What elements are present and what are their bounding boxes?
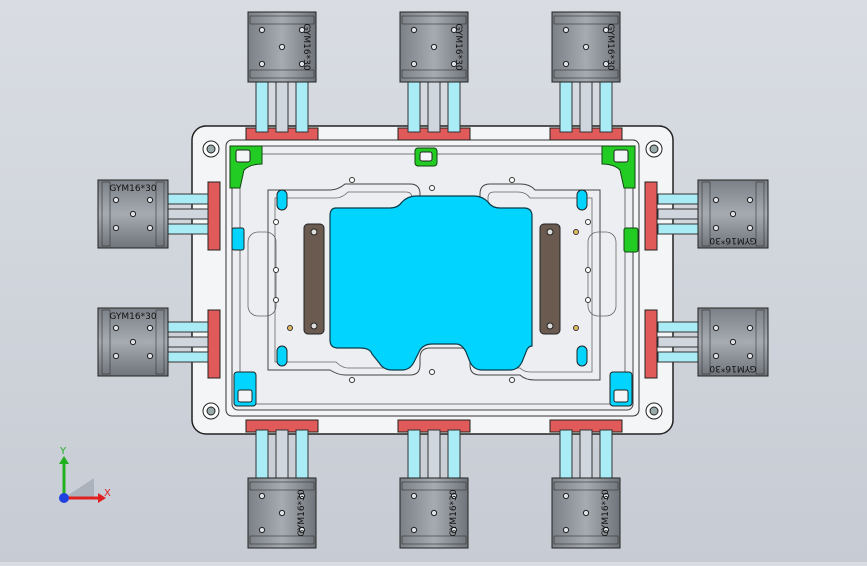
screw-icon: [450, 26, 458, 34]
screw-icon: [729, 210, 737, 218]
screw-icon: [582, 43, 590, 51]
corner-holes: [202, 140, 663, 420]
screw-icon: [278, 509, 286, 517]
cylinder-label: GYM16*30: [297, 489, 307, 536]
screw-icon: [712, 352, 720, 360]
screw-icon: [146, 224, 154, 232]
screw-icon: [410, 26, 418, 34]
cylinder-label: GYM16*30: [449, 489, 459, 536]
screw-icon: [112, 196, 120, 204]
screw-icon: [746, 352, 754, 360]
screw-icon: [602, 526, 610, 534]
cylinder-right-1[interactable]: GYM16*30: [657, 179, 769, 249]
mount-hole-icon: [645, 402, 663, 420]
y-axis-arrow-icon: [59, 456, 69, 464]
coordinate-triad: X Y: [59, 446, 111, 503]
mount-hole-icon: [202, 140, 220, 158]
cylinder-label: GYM16*30: [109, 184, 156, 194]
screw-icon: [602, 60, 610, 68]
screw-icon: [146, 196, 154, 204]
cylinder-top-2[interactable]: GYM16*30: [399, 11, 469, 133]
cylinder-left-1[interactable]: GYM16*30: [97, 179, 209, 249]
screw-icon: [112, 352, 120, 360]
screw-icon: [129, 338, 137, 346]
slot-icon: [276, 345, 288, 367]
screw-icon: [712, 196, 720, 204]
screw-icon: [258, 526, 266, 534]
screw-icon: [278, 43, 286, 51]
screw-icon: [602, 26, 610, 34]
green-clamps: [229, 145, 639, 253]
x-axis-arrow-icon: [98, 493, 106, 503]
cylinder-bottom-2[interactable]: GYM16*30: [399, 429, 469, 549]
screw-icon: [298, 60, 306, 68]
slot-icon: [576, 189, 588, 211]
cylinder-label: GYM16*30: [453, 23, 463, 70]
locating-blocks: [303, 223, 561, 335]
screw-icon: [129, 210, 137, 218]
screw-icon: [298, 492, 306, 500]
cylinder-label: GYM16*30: [709, 235, 756, 245]
cylinder-bottom-3[interactable]: GYM16*30: [551, 429, 621, 549]
screw-icon: [562, 60, 570, 68]
screw-icon: [410, 60, 418, 68]
cylinder-label: GYM16*30: [601, 489, 611, 536]
screw-icon: [712, 224, 720, 232]
plate-features: [273, 177, 591, 383]
mount-hole-icon: [202, 402, 220, 420]
triad-y-label: Y: [59, 446, 67, 457]
cylinder-label: GYM16*30: [709, 363, 756, 373]
screw-icon: [430, 43, 438, 51]
screw-icon: [146, 324, 154, 332]
screw-icon: [450, 526, 458, 534]
screw-icon: [450, 492, 458, 500]
screw-icon: [582, 509, 590, 517]
screw-icon: [410, 492, 418, 500]
z-axis-dot-icon: [59, 493, 69, 503]
screw-icon: [298, 526, 306, 534]
screw-icon: [746, 224, 754, 232]
screw-icon: [712, 324, 720, 332]
cylinder-right-2[interactable]: GYM16*30: [657, 307, 769, 377]
screw-icon: [602, 492, 610, 500]
slot-icon: [276, 189, 288, 211]
screw-icon: [430, 509, 438, 517]
slot-icon: [576, 345, 588, 367]
screw-icon: [746, 196, 754, 204]
cylinder-left-2[interactable]: GYM16*30: [97, 307, 209, 377]
cylinder-top-1[interactable]: GYM16*30: [247, 11, 317, 133]
screw-icon: [258, 60, 266, 68]
screw-icon: [746, 324, 754, 332]
workpiece[interactable]: [329, 195, 533, 371]
screw-icon: [562, 492, 570, 500]
cylinder-label: GYM16*30: [605, 23, 615, 70]
screw-icon: [450, 60, 458, 68]
screw-icon: [258, 26, 266, 34]
corner-pads: [231, 227, 633, 407]
cylinder-label: GYM16*30: [109, 312, 156, 322]
screw-icon: [298, 26, 306, 34]
screw-icon: [562, 526, 570, 534]
screw-icon: [729, 338, 737, 346]
cylinder-bottom-1[interactable]: GYM16*30: [247, 429, 317, 549]
mount-hole-icon: [645, 140, 663, 158]
screw-icon: [410, 526, 418, 534]
screw-icon: [112, 224, 120, 232]
screw-icon: [562, 26, 570, 34]
screw-icon: [258, 492, 266, 500]
triad-x-label: X: [104, 488, 111, 499]
screw-icon: [112, 324, 120, 332]
screw-icon: [146, 352, 154, 360]
cylinder-label: GYM16*30: [301, 23, 311, 70]
cylinder-top-3[interactable]: GYM16*30: [551, 11, 621, 133]
